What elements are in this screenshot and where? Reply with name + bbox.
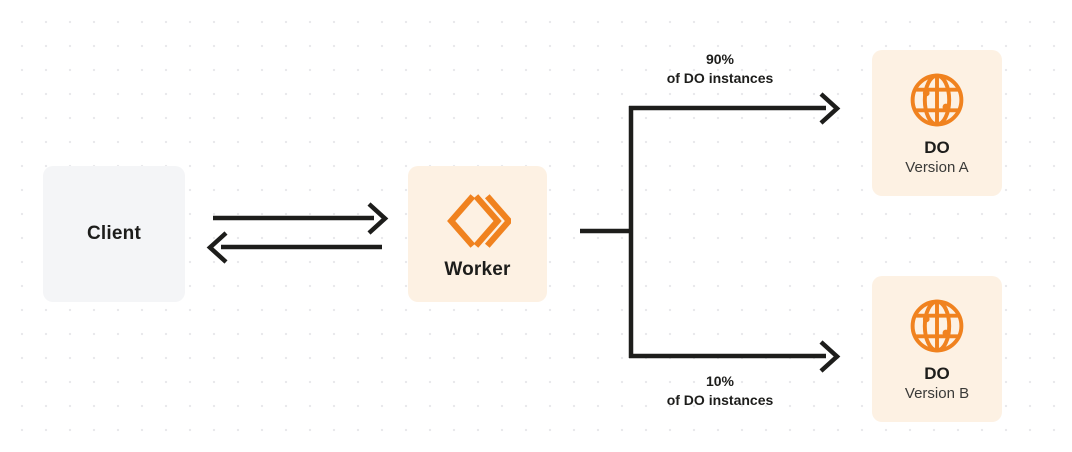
node-worker-label: Worker	[444, 258, 511, 280]
node-client-label: Client	[87, 222, 141, 244]
node-do-version-a-label: DO	[924, 137, 950, 157]
globe-icon	[907, 296, 967, 356]
node-client[interactable]: Client	[43, 166, 185, 302]
arrow-worker-to-do-a	[629, 92, 841, 125]
edge-label-do-a-caption: of DO instances	[666, 69, 774, 86]
edge-label-do-b: 10% of DO instances	[612, 372, 828, 410]
arrow-worker-to-client	[206, 231, 382, 264]
arrow-worker-to-do-b	[629, 340, 841, 373]
cloudflare-workers-icon	[445, 188, 511, 260]
globe-icon	[907, 70, 967, 130]
edge-label-do-a: 90% of DO instances	[612, 50, 828, 88]
node-do-version-a-sublabel: Version A	[905, 159, 969, 177]
connector-worker-split	[580, 106, 634, 358]
edge-label-do-b-percent: 10%	[705, 373, 735, 389]
edge-label-do-b-caption: of DO instances	[666, 391, 774, 408]
node-do-version-b-sublabel: Version B	[904, 385, 970, 403]
node-do-version-b-label: DO	[924, 363, 950, 383]
arrow-client-to-worker	[213, 202, 389, 235]
edge-label-do-a-percent: 90%	[705, 51, 735, 67]
node-do-version-a[interactable]: DO Version A	[872, 50, 1002, 196]
node-do-version-b[interactable]: DO Version B	[872, 276, 1002, 422]
node-worker[interactable]: Worker	[408, 166, 547, 302]
